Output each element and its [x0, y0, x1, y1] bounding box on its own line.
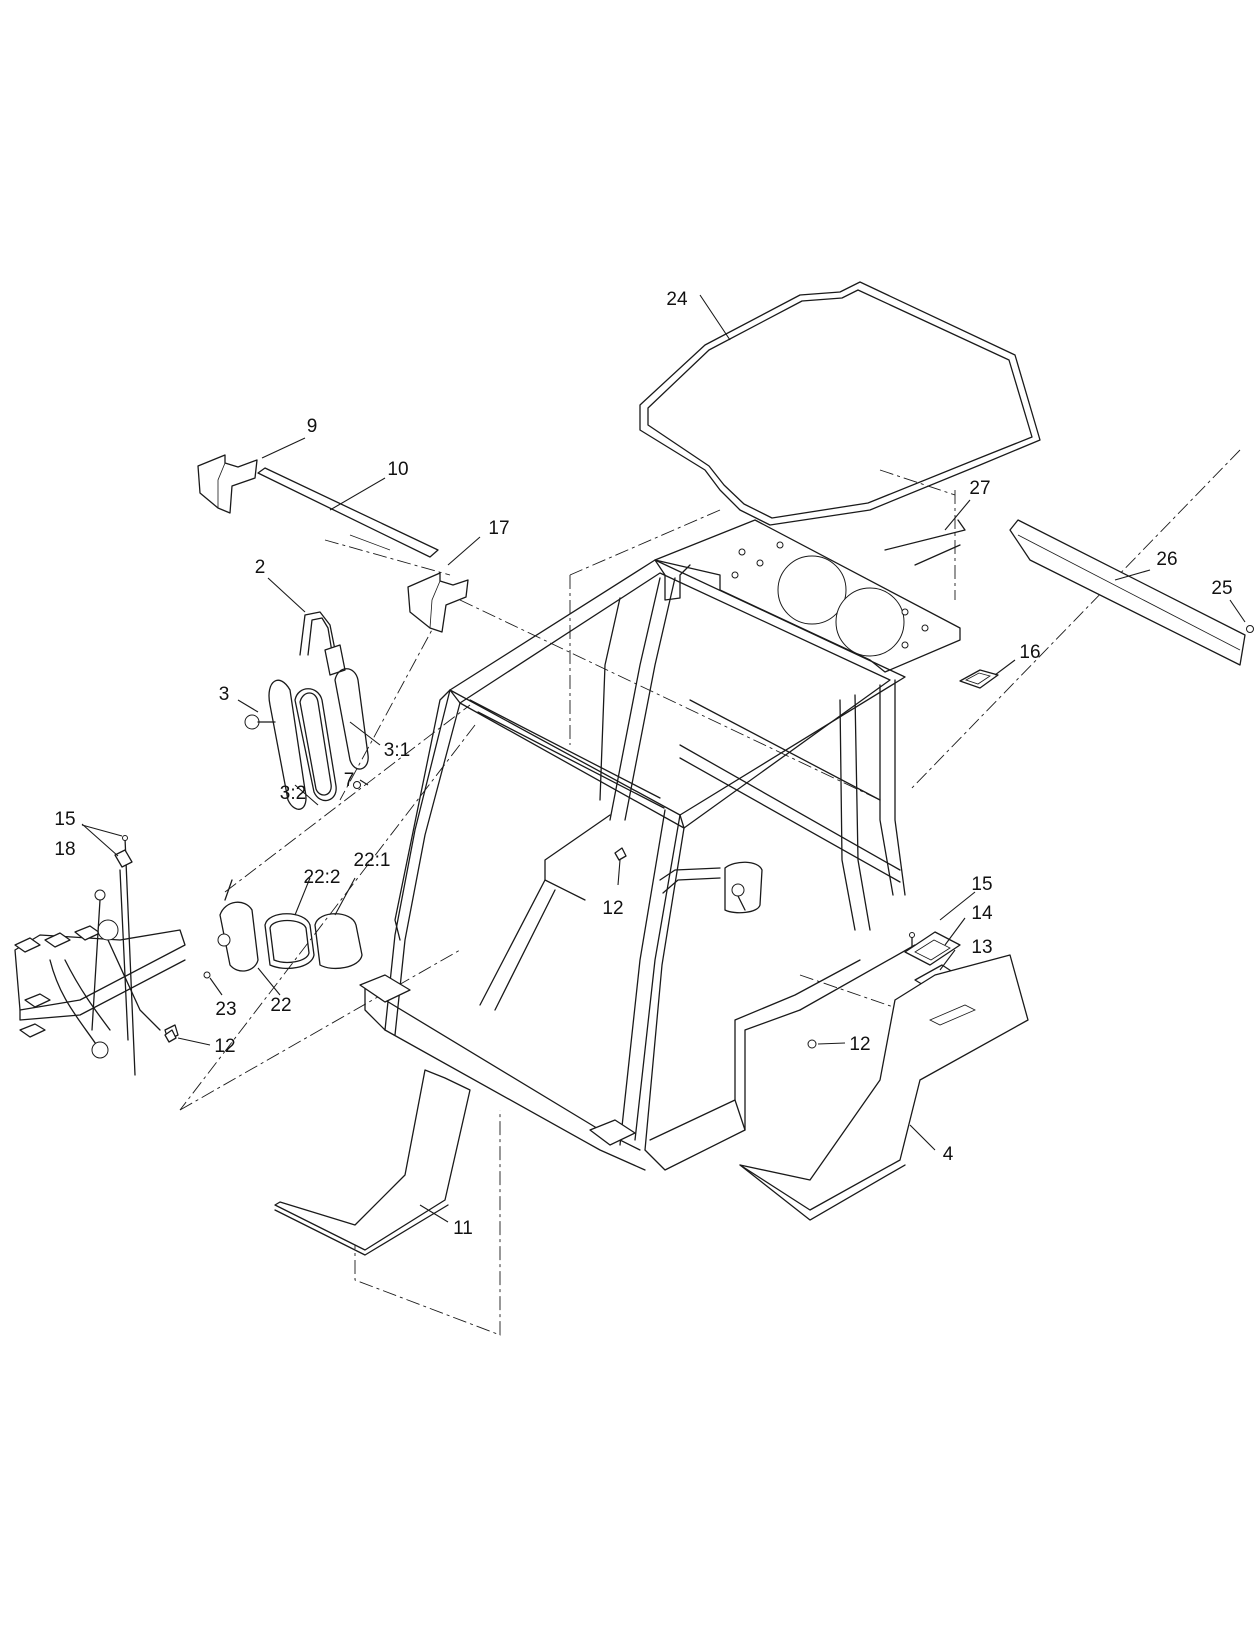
part-23-screw [203, 971, 211, 979]
callout-15-right: 15 [971, 874, 992, 895]
leader-lines [81, 294, 1246, 1223]
callout-10: 10 [387, 459, 408, 480]
part-4-floor-mat [739, 954, 1029, 1221]
part-9-trim-bracket [197, 454, 258, 514]
callout-3-2: 3:2 [280, 783, 306, 804]
callout-15-left: 15 [54, 809, 75, 830]
part-7-screw [353, 781, 361, 789]
callout-12-center: 12 [602, 898, 623, 919]
callout-3: 3 [219, 684, 230, 705]
part-10-trim-strip [257, 467, 439, 558]
part-3-1-mirror-glass [334, 668, 369, 770]
callout-14: 14 [971, 903, 993, 924]
callout-12-right: 12 [849, 1034, 870, 1055]
callout-27: 27 [969, 478, 990, 499]
switch-panel-harness [14, 869, 186, 1059]
callout-labels: 24 9 10 27 17 26 2 25 16 3 3:1 7 3:2 15 … [54, 289, 1232, 1239]
part-25-screw [1246, 625, 1254, 633]
callout-22-2: 22:2 [304, 867, 341, 888]
callout-23: 23 [215, 999, 236, 1020]
callout-12-left: 12 [214, 1036, 235, 1057]
callout-22: 22 [270, 995, 291, 1016]
callout-3-1: 3:1 [384, 740, 410, 761]
part-3-2-mirror-glass-frame [294, 688, 337, 802]
part-2-mirror-arm [299, 611, 346, 676]
callout-17: 17 [488, 518, 509, 539]
callout-24: 24 [666, 289, 688, 310]
part-26-side-panel [1009, 519, 1246, 666]
part-16-grommet [959, 669, 999, 689]
callout-22-1: 22:1 [354, 850, 391, 871]
callout-7: 7 [344, 770, 355, 791]
callout-4: 4 [943, 1144, 954, 1165]
callout-25: 25 [1211, 578, 1232, 599]
callout-13: 13 [971, 937, 992, 958]
callout-16: 16 [1019, 642, 1040, 663]
callout-2: 2 [255, 557, 266, 578]
part-3-mirror-head [244, 679, 307, 810]
part-12-nut-right [807, 1039, 817, 1049]
part-17-trim-bracket [407, 572, 469, 633]
part-27-clip [884, 519, 966, 566]
part-11-floor-mat [274, 1069, 471, 1256]
callout-18: 18 [54, 839, 75, 860]
callout-9: 9 [307, 416, 318, 437]
part-14-plate [904, 931, 961, 966]
cab-frame [359, 519, 961, 1171]
part-12-nut-center [614, 847, 627, 861]
part-24-roof-seal [639, 281, 1041, 526]
part-18-plug [114, 849, 133, 868]
part-15-bolt-left [122, 835, 136, 1076]
part-12-nut-left [164, 1029, 177, 1043]
callout-26: 26 [1156, 549, 1177, 570]
callout-11: 11 [453, 1218, 473, 1239]
part-22-1-mirror-glass [314, 913, 363, 969]
part-22-2-mirror-glass-frame [264, 913, 315, 969]
part-22-mirror-head [217, 879, 259, 972]
